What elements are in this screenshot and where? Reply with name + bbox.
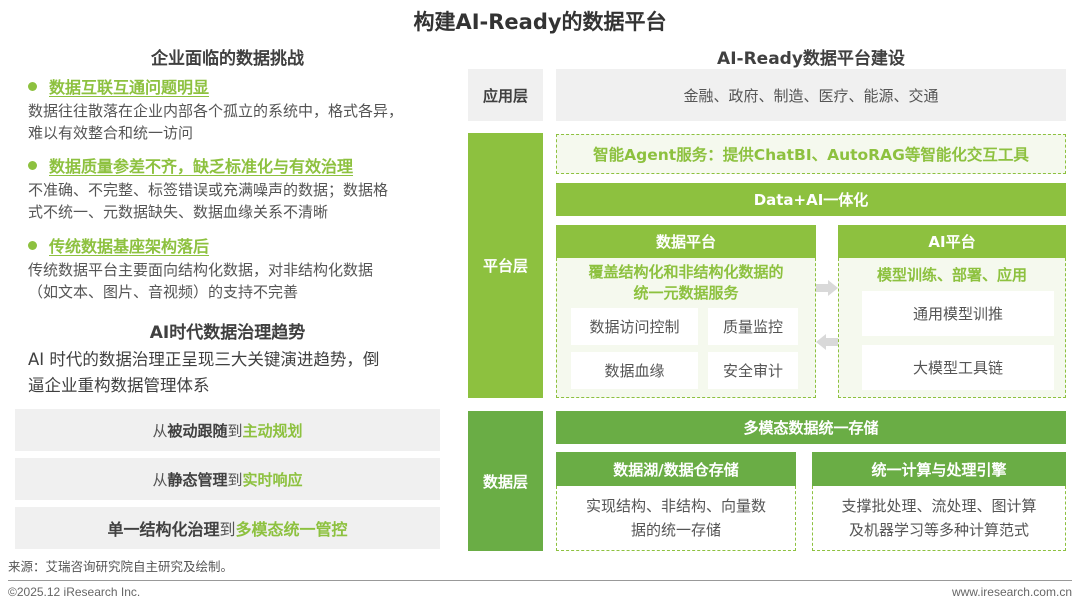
trend-to: 主动规划	[242, 421, 303, 440]
app-layer-content: 金融、政府、制造、医疗、能源、交通	[556, 69, 1066, 121]
website-link[interactable]: www.iresearch.com.cn	[951, 585, 1072, 599]
trend-mid: 到	[227, 470, 243, 489]
challenge-title: 数据质量参差不齐，缺乏标准化与有效治理	[49, 157, 354, 176]
challenge-desc: （如文本、图片、音视频）的支持不完善	[28, 283, 299, 301]
trends-title: AI时代数据治理趋势	[149, 323, 306, 343]
trend-to: 实时响应	[242, 470, 303, 489]
subtitle-line: 统一元数据服务	[633, 284, 739, 302]
platform-title: AI-Ready数据平台建设	[717, 49, 905, 69]
trend-from: 被动跟随	[167, 421, 228, 440]
copyright: ©2025.12 iResearch Inc.	[8, 585, 141, 599]
challenge-desc: 不准确、不完整、标签错误或充满噪声的数据；数据格	[28, 181, 389, 199]
ai-platform-header: AI平台	[838, 225, 1066, 258]
bullet-icon	[28, 82, 37, 91]
trend-prefix: 从	[152, 470, 168, 489]
trend-box: 从静态管理到实时响应	[15, 458, 440, 500]
challenge-desc: 数据往往散落在企业内部各个孤立的系统中，格式各异，	[28, 102, 404, 120]
arrow-right-icon	[816, 280, 838, 296]
data-platform-cell: 数据血缘	[571, 352, 698, 389]
challenge-item: 数据质量参差不齐，缺乏标准化与有效治理 不准确、不完整、标签错误或充满噪声的数据…	[28, 153, 448, 223]
data-lake-body	[556, 486, 796, 551]
challenges-title: 企业面临的数据挑战	[151, 49, 304, 69]
trend-from: 单一结构化治理	[107, 520, 220, 539]
agent-service-text: 智能Agent服务：提供ChatBI、AutoRAG等智能化交互工具	[593, 146, 1029, 164]
trend-box: 单一结构化治理到多模态统一管控	[15, 507, 440, 549]
desc-line: 及机器学习等多种计算范式	[848, 521, 1029, 539]
challenge-title: 数据互联互通问题明显	[49, 78, 210, 97]
trend-prefix: 从	[152, 421, 168, 440]
challenge-title: 传统数据基座架构落后	[49, 237, 210, 256]
bullet-icon	[28, 241, 37, 250]
ai-platform-subtitle: 模型训练、部署、应用	[876, 266, 1027, 284]
data-ai-integration-bar: Data+AI一体化	[556, 183, 1066, 216]
challenge-desc: 传统数据平台主要面向结构化数据，对非结构化数据	[28, 261, 374, 279]
compute-engine-desc: 支撑批处理、流处理、图计算 及机器学习等多种计算范式	[812, 494, 1066, 542]
desc-line: 支撑批处理、流处理、图计算	[841, 497, 1037, 515]
compute-engine-body	[812, 486, 1066, 551]
trend-from: 静态管理	[167, 470, 228, 489]
source-note: 来源：艾瑞咨询研究院自主研究及绘制。	[8, 559, 234, 574]
challenge-item: 传统数据基座架构落后 传统数据平台主要面向结构化数据，对非结构化数据 （如文本、…	[28, 233, 448, 303]
subtitle-line: 覆盖结构化和非结构化数据的	[588, 263, 784, 281]
data-platform-header: 数据平台	[556, 225, 816, 258]
page-title: 构建AI-Ready的数据平台	[413, 10, 667, 34]
data-platform-subtitle: 覆盖结构化和非结构化数据的 统一元数据服务	[556, 262, 816, 304]
bullet-icon	[28, 161, 37, 170]
data-layer-label: 数据层	[468, 411, 543, 551]
footer-divider	[8, 580, 1072, 581]
app-layer-label: 应用层	[468, 69, 543, 121]
trend-mid: 到	[227, 421, 243, 440]
trend-box: 从被动跟随到主动规划	[15, 409, 440, 451]
trends-desc-line: AI 时代的数据治理正呈现三大关键演进趋势，倒	[28, 350, 380, 369]
trend-to: 多模态统一管控	[235, 520, 348, 539]
data-platform-cell: 安全审计	[708, 352, 798, 389]
multimodal-storage-bar: 多模态数据统一存储	[556, 411, 1066, 444]
challenge-desc: 式不统一、元数据缺失、数据血缘关系不清晰	[28, 203, 329, 221]
challenge-desc: 难以有效整合和统一访问	[28, 124, 194, 142]
data-lake-desc: 实现结构、非结构、向量数 据的统一存储	[556, 494, 796, 542]
desc-line: 据的统一存储	[630, 521, 721, 539]
platform-layer-label: 平台层	[468, 133, 543, 398]
trends-desc-line: 逼企业重构数据管理体系	[28, 376, 210, 395]
challenge-item: 数据互联互通问题明显 数据往往散落在企业内部各个孤立的系统中，格式各异， 难以有…	[28, 74, 448, 144]
ai-platform-cell: 大模型工具链	[862, 345, 1054, 390]
agent-service-box: 智能Agent服务：提供ChatBI、AutoRAG等智能化交互工具	[556, 134, 1066, 174]
desc-line: 实现结构、非结构、向量数	[585, 497, 766, 515]
data-platform-cell: 数据访问控制	[571, 308, 698, 345]
trend-mid: 到	[219, 520, 236, 539]
ai-platform-cell: 通用模型训推	[862, 291, 1054, 336]
compute-engine-header: 统一计算与处理引擎	[812, 452, 1066, 486]
data-lake-header: 数据湖/数据仓存储	[556, 452, 796, 486]
trends-description: AI 时代的数据治理正呈现三大关键演进趋势，倒 逼企业重构数据管理体系	[28, 347, 448, 399]
data-platform-cell: 质量监控	[708, 308, 798, 345]
arrow-left-icon	[816, 334, 838, 350]
